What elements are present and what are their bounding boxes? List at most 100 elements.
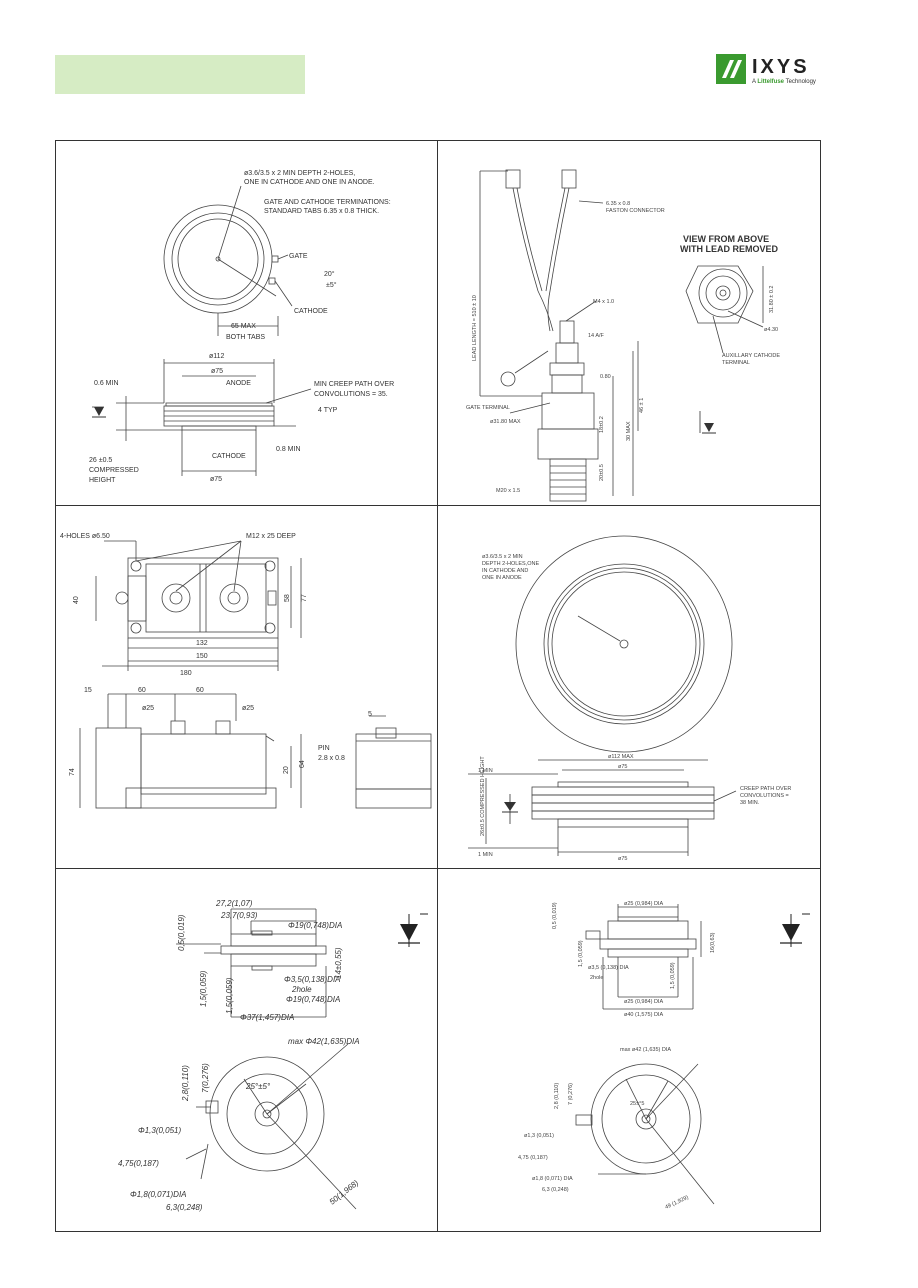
- p1-height: HEIGHT: [89, 477, 116, 484]
- p3-pin-size: 2.8 x 0.8: [318, 755, 345, 762]
- p3-132: 132: [196, 640, 208, 647]
- p5-angle: 25°±5°: [245, 1082, 271, 1091]
- ixys-tagline: A Littelfuse Technology: [752, 79, 816, 85]
- p1-4typ: 4 TYP: [318, 407, 338, 414]
- p5-4-75: 4,75(0,187): [118, 1159, 159, 1168]
- p1-creep-1: MIN CREEP PATH OVER: [314, 381, 394, 388]
- p5-d1-3: Φ1,3(0,051): [138, 1126, 182, 1135]
- p3-m12: M12 x 25 DEEP: [246, 533, 296, 540]
- p2-d430: ø4.30: [764, 327, 778, 333]
- p3-77: 77: [301, 594, 308, 602]
- p3-60b: 60: [196, 687, 204, 694]
- p5-d19b: Φ19(0,748)DIA: [286, 995, 340, 1004]
- p6-d40: ø40 (1,575) DIA: [624, 1012, 663, 1018]
- p6-2-8: 2,8 (0,110): [554, 1083, 560, 1109]
- p3-d25a: ø25: [142, 705, 154, 712]
- p3-d25b: ø25: [242, 705, 254, 712]
- p1-creep-2: CONVOLUTIONS = 35.: [314, 391, 388, 398]
- ixys-wordmark: IXYS: [752, 56, 810, 78]
- p3-holes: 4-HOLES ø6.50: [60, 533, 110, 540]
- p5-d37: Φ37(1,457)DIA: [240, 1013, 294, 1022]
- p2-14af: 14 A/F: [588, 333, 605, 339]
- p2-gate-terminal: GATE TERMINAL: [466, 405, 510, 411]
- p1-angle-20: 20°: [324, 270, 335, 278]
- p2-46: 46 ± 1: [639, 398, 645, 413]
- p3-5: 5: [368, 711, 372, 718]
- p6-49: 49 (1,929): [664, 1195, 689, 1211]
- p1-compressed: COMPRESSED: [89, 467, 139, 474]
- p5-23-7: 23,7(0,93): [220, 911, 258, 920]
- p3-58: 58: [284, 594, 291, 602]
- grid-divider-row1: [55, 505, 821, 506]
- drawing-grid: [55, 140, 821, 1232]
- p4-d75-bottom: ø75: [618, 856, 627, 862]
- p2-view-1: VIEW FROM ABOVE: [683, 234, 769, 244]
- header-color-bar: [55, 55, 305, 94]
- panel-large-disc-drawing: ø3.6/3.5 x 2 MIN DEPTH 2-HOLES,ONE IN CA…: [468, 535, 791, 862]
- panel-hockey-puck-drawing-2: ø25 (0,984) DIA 0,5 (0,019) 16(0,63) 1,5…: [518, 901, 810, 1211]
- p6-4-75: 4,75 (0,187): [518, 1155, 548, 1161]
- p3-150: 150: [196, 653, 208, 660]
- p2-aux-1: AUXILLARY CATHODE: [722, 353, 780, 359]
- p6-d1-3: ø1,3 (0,051): [524, 1133, 554, 1139]
- p5-27-2: 27,2(1,07): [215, 899, 253, 908]
- p3-64: 64: [299, 760, 306, 768]
- p6-d1-8: ø1,8 (0,071) DIA: [532, 1176, 573, 1182]
- p4-d112: ø112 MAX: [608, 754, 634, 760]
- p6-16: 16(0,63): [710, 932, 716, 953]
- p5-14: 14±0,55): [334, 947, 343, 979]
- p3-40: 40: [73, 596, 80, 604]
- p6-1-5b: 1,5 (0,059): [670, 962, 676, 989]
- p5-0-5: 0,5(0,019): [177, 914, 186, 951]
- panel-hockey-puck-drawing-1: 27,2(1,07) 23,7(0,93) Φ19(0,748)DIA 0,5(…: [118, 899, 428, 1212]
- ixys-logo-mark-icon: [716, 54, 746, 84]
- p4-creep-1: CREEP PATH OVER: [740, 786, 791, 792]
- p1-d75-top: ø75: [211, 368, 223, 375]
- p2-faston-1: 6.35 x 0.8: [606, 201, 630, 207]
- p4-creep-2: CONVOLUTIONS =: [740, 793, 789, 799]
- p5-2-8: 2,8(0,110): [181, 1065, 190, 1102]
- p4-1min-bottom: 1 MIN: [478, 852, 493, 858]
- p2-lead-length: LEAD LENGTH = 510 ± 10: [472, 295, 478, 361]
- panel-module-drawing: 4-HOLES ø6.50 M12 x 25 DEEP 40 58 77 132…: [60, 533, 432, 809]
- p4-creep-3: 38 MIN.: [740, 800, 760, 806]
- p1-cathode-label: CATHODE: [294, 308, 328, 315]
- panel-stud-thyristor-drawing: 6.35 x 0.8 FASTON CONNECTOR VIEW FROM AB…: [466, 169, 780, 502]
- p6-d25a: ø25 (0,984) DIA: [624, 901, 663, 907]
- p2-080: 0.80: [600, 374, 611, 380]
- p1-note-holes-2: ONE IN CATHODE AND ONE IN ANODE.: [244, 179, 375, 186]
- p1-08min: 0.8 MIN: [276, 446, 301, 453]
- p1-note-term-2: STANDARD TABS 6.35 x 0.8 THICK.: [264, 208, 379, 215]
- p4-note-1: ø3.6/3.5 x 2 MIN: [482, 554, 523, 560]
- grid-divider-row2: [55, 868, 821, 869]
- p2-30max: 30 MAX: [626, 421, 632, 441]
- p1-note-holes-1: ø3.6/3.5 x 2 MIN DEPTH 2-HOLES,: [244, 170, 355, 177]
- p3-60a: 60: [138, 687, 146, 694]
- ixys-logo: IXYS A Littelfuse Technology: [716, 54, 826, 88]
- p2-d3180: ø31.80 MAX: [490, 419, 521, 425]
- p3-74: 74: [69, 768, 76, 776]
- p5-6-3: 6,3(0,248): [166, 1203, 203, 1212]
- p1-26: 26 ±0.5: [89, 457, 112, 464]
- p4-note-2: DEPTH 2-HOLES,ONE: [482, 561, 539, 567]
- p3-20: 20: [283, 766, 290, 774]
- p5-1-5a: 1,5(0,059): [199, 970, 208, 1007]
- p2-20: 20±0.5: [599, 464, 605, 481]
- p3-180: 180: [180, 670, 192, 677]
- p4-1min-top: 1 MIN: [478, 768, 493, 774]
- p2-18: 18±0.2: [599, 416, 605, 433]
- p5-d42: max Φ42(1,635)DIA: [288, 1037, 360, 1046]
- p2-m4: M4 x 1.0: [593, 299, 614, 305]
- p5-d3-5: Φ3,5(0,138)DIA: [284, 975, 341, 984]
- p6-6-3: 6,3 (0,248): [542, 1187, 569, 1193]
- p4-compressed: 26±0.5 COMPRESSED HEIGHT: [480, 756, 486, 836]
- p1-note-term-1: GATE AND CATHODE TERMINATIONS:: [264, 199, 391, 206]
- grid-divider-vertical: [437, 140, 438, 1232]
- p1-65max: 65 MAX: [231, 323, 256, 330]
- p1-gate-label: GATE: [289, 253, 308, 260]
- p4-note-3: IN CATHODE AND: [482, 568, 528, 574]
- p5-2hole: 2hole: [291, 985, 312, 994]
- p4-d75-top: ø75: [618, 764, 627, 770]
- p2-m20: M20 x 1.5: [496, 488, 520, 494]
- p6-2hole: 2hole: [590, 975, 603, 981]
